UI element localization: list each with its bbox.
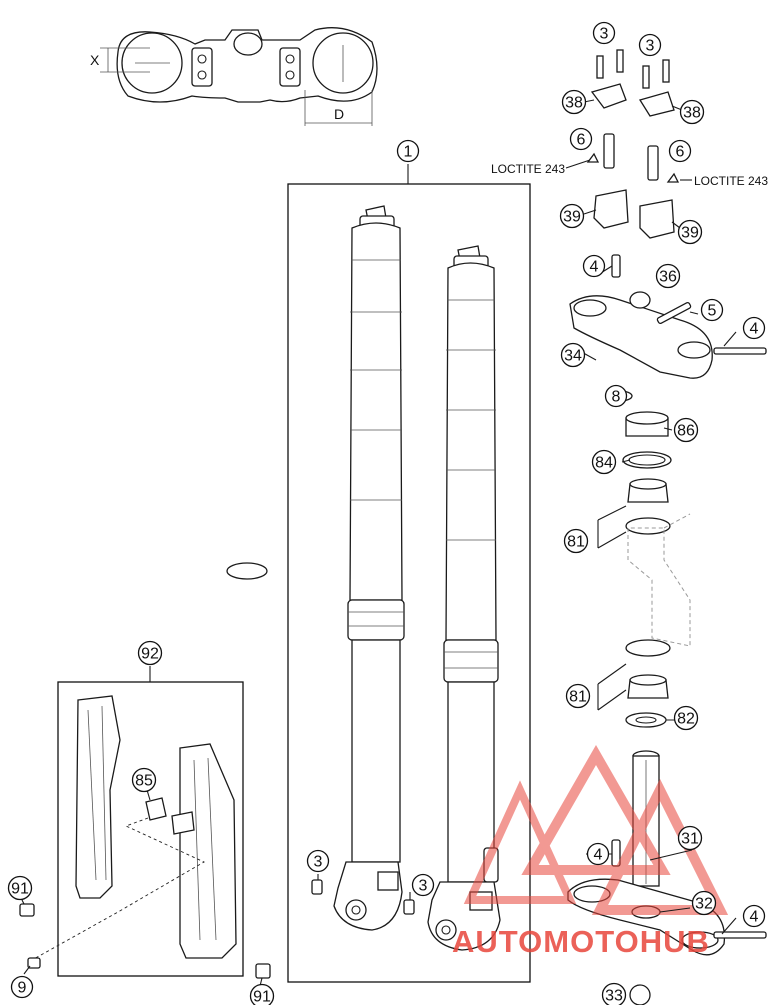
frame-head-tube-outline	[627, 527, 691, 647]
left-fork-leg	[333, 205, 405, 931]
callout-c3c: 3	[306, 849, 330, 873]
callout-c3a: 3	[592, 21, 616, 45]
callout-label-c91a: 91	[11, 881, 29, 898]
callout-c8: 8	[604, 384, 628, 408]
callout-label-c33: 33	[605, 988, 623, 1005]
callout-label-c4c: 4	[594, 847, 603, 864]
callout-label-c39b: 39	[681, 225, 699, 242]
callout-c38a: 38	[561, 89, 587, 115]
callout-label-c6a: 6	[577, 132, 586, 149]
loctite-right: LOCTITE 243	[694, 174, 768, 188]
callout-label-c86: 86	[677, 423, 695, 440]
callout-label-c38b: 38	[683, 105, 701, 122]
callout-label-c85: 85	[135, 773, 153, 790]
callout-c6b: 6	[668, 139, 692, 163]
callout-label-c34: 34	[564, 348, 582, 365]
clamp-38-left	[590, 83, 627, 109]
callout-label-c4a: 4	[590, 259, 599, 276]
callout-label-c91b: 91	[253, 989, 271, 1005]
triple-clamp-schematic: X D	[90, 27, 378, 126]
callout-label-c4b: 4	[750, 321, 759, 338]
callout-label-c81b: 81	[569, 689, 587, 706]
protector-clip	[145, 797, 167, 821]
callout-label-c84: 84	[595, 455, 613, 472]
callouts: 1333838663939436543488684818182928591991…	[7, 21, 766, 1005]
upper-triple-clamp	[569, 254, 767, 379]
callout-c9: 9	[10, 975, 34, 999]
fork-protector-right	[179, 743, 237, 959]
riser-39-left	[593, 189, 629, 229]
dim-d-label: D	[334, 106, 344, 122]
callout-c34: 34	[560, 342, 586, 368]
callout-c38b: 38	[679, 99, 705, 125]
callout-label-c38a: 38	[565, 95, 583, 112]
bolt-6-left	[603, 133, 615, 169]
callout-label-c3d: 3	[419, 878, 428, 895]
callout-c39b: 39	[677, 219, 703, 245]
dim-x-label: X	[90, 52, 100, 68]
callout-label-c92: 92	[141, 646, 159, 663]
callout-label-c5: 5	[708, 303, 717, 320]
callout-label-c8: 8	[612, 389, 621, 406]
callout-label-c81a: 81	[567, 534, 585, 551]
callout-label-c3c: 3	[314, 854, 323, 871]
callout-label-c39a: 39	[563, 209, 581, 226]
fork-group-frame	[287, 183, 531, 983]
callout-label-c4d: 4	[750, 909, 759, 926]
right-fork-leg	[427, 245, 501, 951]
callout-label-c36: 36	[659, 269, 677, 286]
callout-c32: 32	[691, 890, 717, 916]
callout-c91a: 91	[7, 875, 33, 901]
callout-c33: 33	[601, 982, 627, 1005]
fork-foot-bolts	[311, 879, 415, 915]
callout-label-c82: 82	[677, 711, 695, 728]
callout-c4b: 4	[742, 316, 766, 340]
ring-84	[622, 451, 672, 469]
callout-c31: 31	[677, 825, 703, 851]
callout-label-c3b: 3	[646, 38, 655, 55]
callout-label-c32: 32	[695, 896, 713, 913]
callout-c4c: 4	[586, 842, 610, 866]
callout-c81b: 81	[565, 683, 591, 709]
callout-c3d: 3	[411, 873, 435, 897]
callout-c39a: 39	[559, 203, 585, 229]
callout-c5: 5	[700, 298, 724, 322]
callout-label-c6b: 6	[676, 144, 685, 161]
riser-39-right	[639, 199, 675, 239]
nut-33	[629, 984, 651, 1005]
fork-protector-left	[75, 695, 121, 899]
callout-c84: 84	[591, 449, 617, 475]
callout-label-c1: 1	[404, 144, 413, 161]
handlebar-clamp-bolts	[596, 49, 670, 89]
watermark-text: AUTOMOTOHUB	[452, 924, 710, 959]
callout-c85: 85	[131, 767, 157, 793]
callout-c4a: 4	[582, 254, 606, 278]
callout-c6a: 6	[569, 127, 593, 151]
callout-label-c3a: 3	[600, 26, 609, 43]
callout-c82: 82	[673, 705, 699, 731]
callout-label-c31: 31	[681, 831, 699, 848]
seal-82	[625, 712, 667, 728]
bolt-6-right	[647, 145, 659, 181]
callout-label-c9: 9	[18, 980, 27, 997]
callout-c86: 86	[673, 417, 699, 443]
callout-c36: 36	[655, 263, 681, 289]
clamp-38-right	[638, 91, 675, 117]
callout-c81a: 81	[563, 528, 589, 554]
loctite-left: LOCTITE 243	[491, 162, 565, 176]
callout-c1: 1	[396, 139, 420, 163]
callout-c91b: 91	[249, 983, 275, 1005]
loose-o-ring	[226, 562, 268, 580]
callout-c3b: 3	[638, 33, 662, 57]
callout-c92: 92	[137, 640, 163, 666]
callout-c4d: 4	[742, 904, 766, 928]
